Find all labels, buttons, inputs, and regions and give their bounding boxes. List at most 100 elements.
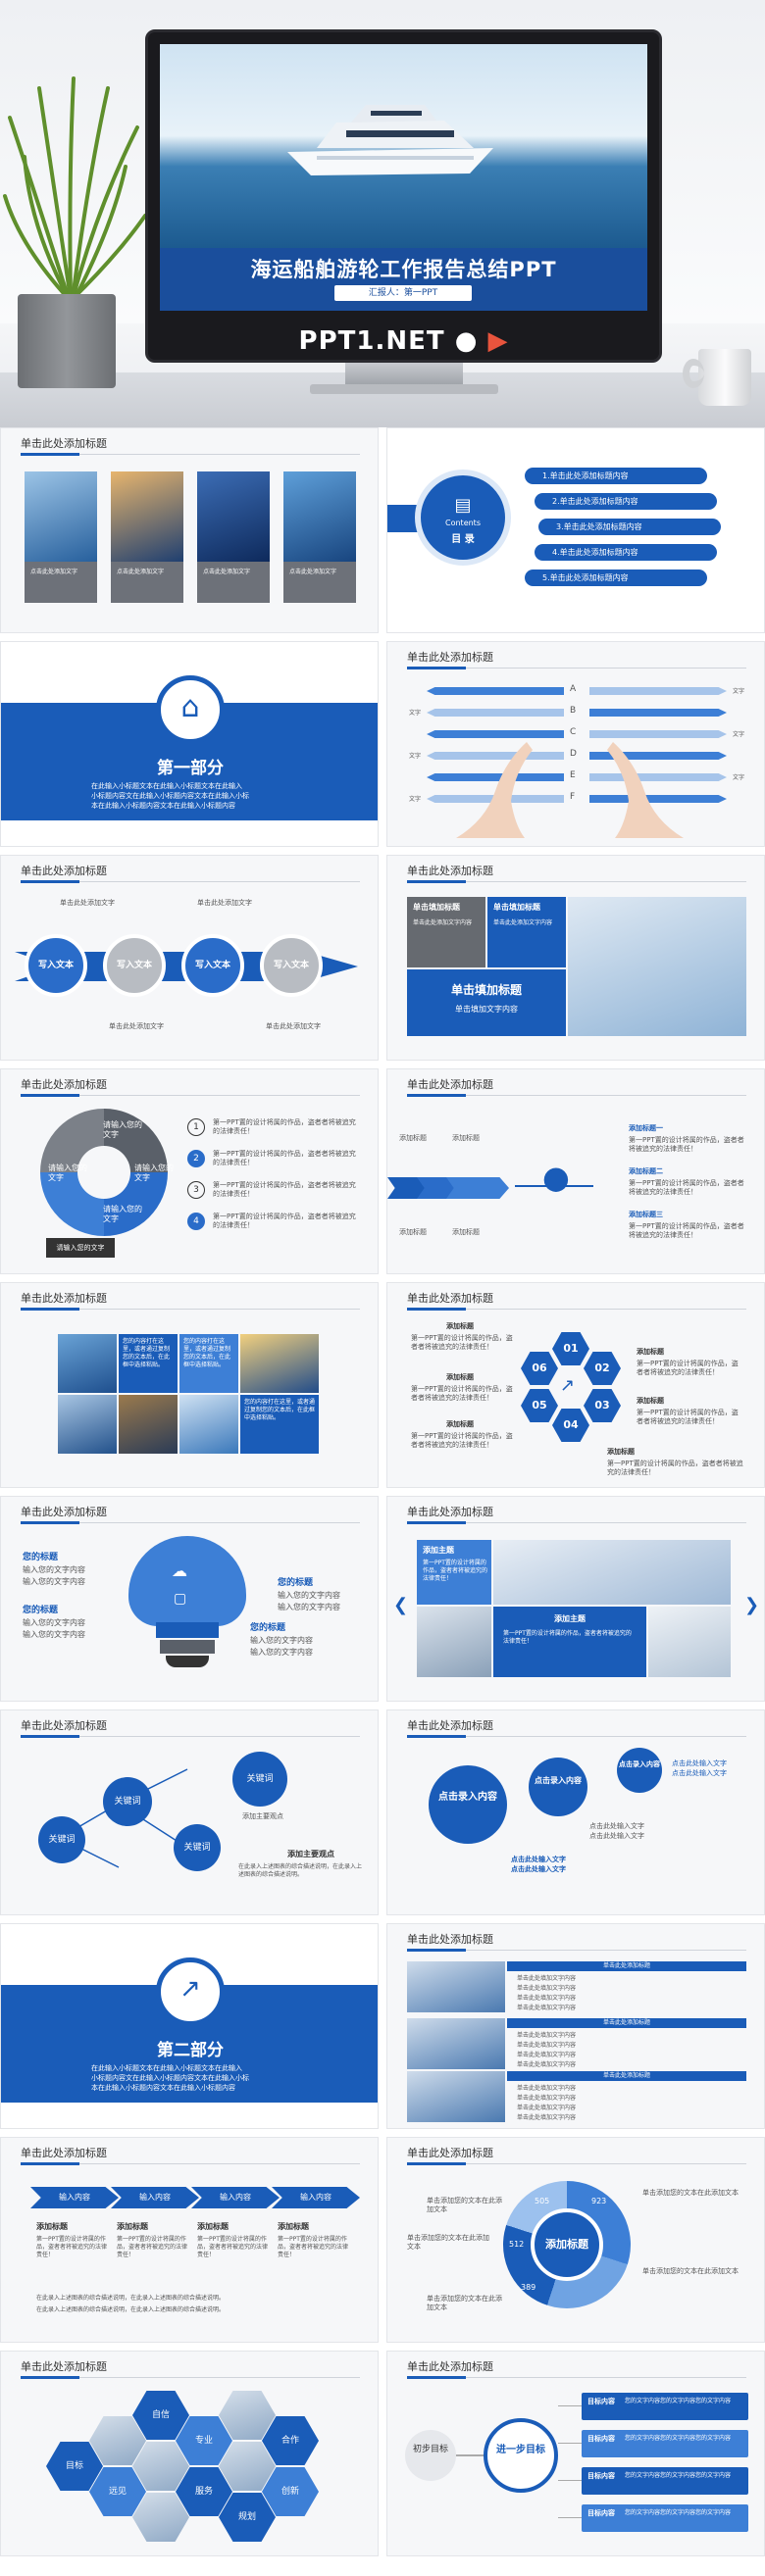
flow-step-2[interactable]: 写入文本 (103, 934, 166, 997)
slide-rule (407, 1308, 746, 1311)
monitor-foot (310, 384, 498, 394)
slide-part2[interactable]: ↗ 第二部分 在此输入小标题文本在此输入小标题文本在此输入 小标题内容文在此输入… (0, 1923, 379, 2129)
spiral-num-4: 4 (187, 1213, 205, 1230)
right-hand-icon (607, 742, 684, 838)
monitor: 海运船舶游轮工作报告总结PPT 汇报人：第一PPT PPT1.NET ● ▶ (145, 29, 662, 363)
toc-item-3[interactable]: 3.单击此处添加标题内容 (538, 519, 721, 535)
chevron-footer: 在此录入上述图表的综合描述说明，在此录入上述图表的综合描述说明。 (36, 2295, 226, 2302)
bar-letter: B (570, 706, 577, 716)
table-row: 单击此处填加文字内容 (517, 2085, 577, 2092)
slide-keywords[interactable]: 单击此处添加标题 关键词 关键词 关键词 关键词 添加主要观点 添加主要观点 在… (0, 1709, 379, 1915)
slide-bubbles[interactable]: 单击此处添加标题 点击录入内容 点击录入内容 点击录入内容 点击此处输入文字 点… (386, 1709, 765, 1915)
runner-item-title-3: 添加标题三 (629, 1211, 663, 1218)
slide-honeycomb[interactable]: 单击此处添加标题 自信 专业 合作 目标 远见 服务 创新 规划 (0, 2351, 379, 2556)
bar-right (589, 730, 727, 738)
bar-left (427, 709, 564, 717)
spiral-item: 第一PPT置的设计将属的作品，盗者者将被追究的法律责任！ (213, 1150, 356, 1166)
photo-boat (179, 1395, 238, 1454)
slide-team[interactable]: 单击此处添加标题 单击填加标题 单击此处添加文字内容 单击填加标题 单击此处添加… (386, 855, 765, 1061)
slide-bulb[interactable]: 单击此处添加标题 ☁ ▢ 您的标题 输入您的文字内容 输入您的文字内容 您的标题… (0, 1496, 379, 1702)
bulb-title: 您的标题 (23, 1606, 59, 1615)
keyword-text: 在此录入上述图表的综合描述说明，在此录入上述图表的综合描述说明。 (238, 1863, 363, 1878)
slide-toc[interactable]: ▤ Contents 目 录 1.单击此处添加标题内容 2.单击此处添加标题内容… (386, 427, 765, 633)
slide-rule (407, 667, 746, 669)
part2-line-2: 小标题内容文在此输入小标题内容文本在此输入小标 (91, 2074, 249, 2082)
bulb-line: 输入您的文字内容 (278, 1591, 340, 1600)
bubble-item: 点击此处输入文字 (672, 1769, 727, 1777)
caption-text: 点击此处添加文字 (30, 569, 78, 575)
photo-handshake (417, 1607, 491, 1677)
cover-subtitle: 汇报人：第一PPT (334, 285, 472, 301)
bar-right (589, 773, 727, 781)
flow-step-4[interactable]: 写入文本 (260, 934, 323, 997)
bubble-item: 点击此处输入文字 (589, 1832, 644, 1840)
photo-ship (111, 471, 183, 562)
slide-tablelist[interactable]: 单击此处添加标题 单击此处添加标题单击此处填加文字内容单击此处填加文字内容单击此… (386, 1923, 765, 2129)
bulb-band-1 (156, 1622, 219, 1638)
slide-carousel[interactable]: 单击此处添加标题 ❮ ❯ 添加主题 第一PPT置的设计将属的作品，盗者者将被追究… (386, 1496, 765, 1702)
flow-step-1[interactable]: 写入文本 (25, 934, 87, 997)
slide-chevrons[interactable]: 单击此处添加标题 输入内容 输入内容 输入内容 输入内容 添加标题 第一PPT置… (0, 2137, 379, 2343)
plant-pot (18, 294, 116, 388)
goal-text: 您的文字内容您的文字内容您的文字内容 (625, 2398, 732, 2404)
chevron-step-3[interactable]: 输入内容 (191, 2187, 280, 2208)
slide-heading: 单击此处添加标题 (21, 1719, 107, 1732)
tile-text: 您的内容打在这里，或者通过复制您的文本后，在此框中选择粘贴。 (123, 1338, 171, 1368)
slide-rule (407, 1949, 746, 1952)
flow-step-3[interactable]: 写入文本 (181, 934, 244, 997)
bulb-line: 输入您的文字内容 (250, 1648, 313, 1657)
goal-tag: 目标内容 (587, 2472, 615, 2480)
table-row: 单击此处填加文字内容 (517, 2061, 577, 2068)
slide-flow4[interactable]: 单击此处添加标题 写入文本 写入文本 写入文本 写入文本 单击此处添加文字 单击… (0, 855, 379, 1061)
hex-text: 第一PPT置的设计将属的作品，盗者者将被追究的法律责任！ (411, 1334, 513, 1351)
slide-heading: 单击此处添加标题 (21, 2360, 107, 2373)
goal-connector (558, 2443, 582, 2444)
spiral-item: 第一PPT置的设计将属的作品，盗者者将被追究的法律责任！ (213, 1213, 356, 1229)
chevron-step-2[interactable]: 输入内容 (111, 2187, 199, 2208)
slide-rule (407, 880, 746, 883)
toc-item-2[interactable]: 2.单击此处添加标题内容 (535, 493, 717, 510)
slide-rule (407, 1735, 746, 1738)
toc-item-1[interactable]: 1.单击此处添加标题内容 (525, 468, 707, 484)
slide-photos[interactable]: 单击此处添加标题 点击此处添加文字 点击此处添加文字 点击此处添加文字 点击此处… (0, 427, 379, 633)
spiral-bottom: 请输入您的文字 (46, 1238, 115, 1258)
bulb-glass (128, 1536, 246, 1626)
monitor-stand (345, 363, 463, 386)
slide-hexflow[interactable]: 单击此处添加标题 01 02 03 04 05 06 ↗ 添加标题 第一PPT置… (386, 1282, 765, 1488)
next-arrow-icon[interactable]: ❯ (744, 1595, 760, 1615)
theme-text: 第一PPT置的设计将属的作品，盗者者将被追究的法律责任！ (503, 1630, 632, 1645)
bar-letter: C (570, 727, 577, 737)
table-row: 单击此处填加文字内容 (517, 2032, 577, 2039)
slide-spiral[interactable]: 单击此处添加标题 请输入您的文字 请输入您的文字 请输入您的文字 请输入您的文字… (0, 1068, 379, 1274)
runner-label: 添加标题 (452, 1228, 480, 1236)
goal-tag: 目标内容 (587, 2398, 615, 2405)
house-icon: ⌂ (180, 690, 200, 724)
slide-rule (21, 1521, 360, 1524)
slide-rule (21, 453, 360, 456)
keyword-note: 添加主要观点 (242, 1812, 283, 1820)
slide-heading: 单击此处添加标题 (407, 865, 493, 877)
slide-part1[interactable]: ⌂ 第一部分 在此输入小标题文本在此输入小标题文本在此输入 小标题内容文在此输入… (0, 641, 379, 847)
slide-heading: 单击此处添加标题 (407, 2360, 493, 2373)
slide-photogrid[interactable]: 单击此处添加标题 您的内容打在这里，或者通过复制您的文本后，在此框中选择粘贴。 … (0, 1282, 379, 1488)
chevron-step-1[interactable]: 输入内容 (30, 2187, 119, 2208)
flow-note: 单击此处添加文字 (197, 899, 252, 907)
prev-arrow-icon[interactable]: ❮ (393, 1595, 409, 1615)
slide-runner[interactable]: 单击此处添加标题 ● 添加标题 添加标题 添加标题 添加标题 添加标题一 第一P… (386, 1068, 765, 1274)
photo-man (58, 1395, 117, 1454)
bulb-line: 输入您的文字内容 (278, 1603, 340, 1611)
runner-label: 添加标题 (452, 1134, 480, 1142)
slide-goals[interactable]: 单击此处添加标题 初步目标 进一步目标 目标内容您的文字内容您的文字内容您的文字… (386, 2351, 765, 2556)
slide-rule (407, 2162, 746, 2165)
table-photo (407, 2071, 505, 2122)
slide-donut[interactable]: 单击此处添加标题 添加标题 505 923 512 389 单击添加您的文本在此… (386, 2137, 765, 2343)
toc-item-4[interactable]: 4.单击此处添加标题内容 (535, 544, 717, 561)
toc-item-5[interactable]: 5.单击此处添加标题内容 (525, 570, 707, 586)
caption-box-4: 点击此处添加文字 (283, 562, 356, 603)
runner-track (515, 1185, 593, 1187)
photo-pyramid (240, 1334, 319, 1393)
donut-value-1: 505 (535, 2197, 550, 2205)
hex-label: 添加标题 (446, 1420, 474, 1428)
chevron-step-4[interactable]: 输入内容 (272, 2187, 360, 2208)
